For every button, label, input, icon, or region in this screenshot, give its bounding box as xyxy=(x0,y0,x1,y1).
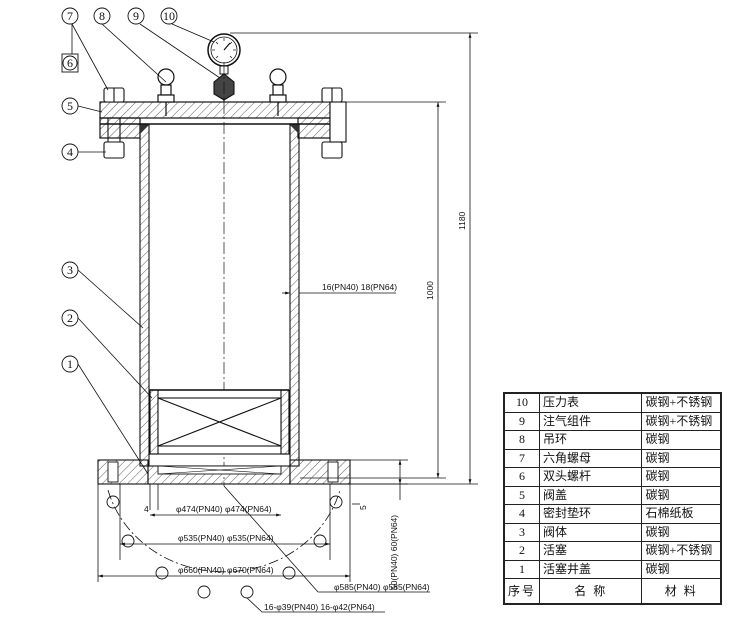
svg-text:3: 3 xyxy=(67,263,73,277)
bom-name: 活塞井盖 xyxy=(539,559,643,579)
bom-name: 吊环 xyxy=(539,430,643,450)
dimension-lines xyxy=(97,32,478,613)
bom-no: 8 xyxy=(503,430,541,450)
callout-leaders xyxy=(71,23,221,475)
callout-3: 3 xyxy=(61,261,79,279)
bottom-flange xyxy=(97,459,351,485)
bom-no: 10 xyxy=(503,392,541,413)
callout-10: 10 xyxy=(160,7,178,25)
left-bolt xyxy=(103,87,125,159)
callout-4: 4 xyxy=(61,143,79,161)
bom-no: 3 xyxy=(503,522,541,542)
bom-no: 4 xyxy=(503,504,541,524)
lifting-eye-right xyxy=(269,68,287,116)
bom-material: 碳钢 xyxy=(641,485,722,505)
dim-flange-thickness: 50(PN40) 60(PN64) xyxy=(389,515,399,590)
bom-header-row: 序号名 称材 料 xyxy=(503,578,722,605)
bom-material: 碳钢 xyxy=(641,522,722,542)
bom-name: 密封垫环 xyxy=(539,504,643,524)
svg-text:10: 10 xyxy=(163,9,175,23)
dim-wall-thickness: 16(PN40) 18(PN64) xyxy=(322,282,397,292)
bom-material: 碳钢+不锈钢 xyxy=(641,411,722,431)
dim-d535: φ535(PN40) φ535(PN64) xyxy=(178,533,274,543)
bom-header-material: 材 料 xyxy=(641,578,722,605)
lifting-eye-left xyxy=(157,68,175,116)
svg-text:2: 2 xyxy=(67,311,73,325)
callout-6: 6 xyxy=(61,53,79,73)
callout-1: 1 xyxy=(61,355,79,373)
bom-no: 2 xyxy=(503,541,541,561)
dim-d585: φ585(PN40) φ585(PN64) xyxy=(334,582,430,592)
bom-material: 碳钢 xyxy=(641,430,722,450)
bom-no: 1 xyxy=(503,559,541,579)
bom-material: 碳钢 xyxy=(641,467,722,487)
callout-8: 8 xyxy=(93,7,111,25)
bom-name: 注气组件 xyxy=(539,411,643,431)
callout-2: 2 xyxy=(61,309,79,327)
svg-text:6: 6 xyxy=(67,56,73,70)
bom-material: 碳钢 xyxy=(641,448,722,468)
right-bolt xyxy=(321,87,347,159)
svg-text:9: 9 xyxy=(133,9,139,23)
bom-no: 6 xyxy=(503,467,541,487)
bom-material: 碳钢+不锈钢 xyxy=(641,392,722,413)
callout-9: 9 xyxy=(127,7,145,25)
dim-d474: φ474(PN40) φ474(PN64) xyxy=(176,504,272,514)
bom-material: 碳钢 xyxy=(641,559,722,579)
bom-no: 9 xyxy=(503,411,541,431)
dim-inner-height: 1000 xyxy=(425,281,435,300)
svg-text:7: 7 xyxy=(67,9,73,23)
bom-no: 5 xyxy=(503,485,541,505)
bom-name: 双头螺杆 xyxy=(539,467,643,487)
callout-7: 7 xyxy=(61,7,79,25)
bom-name: 活塞 xyxy=(539,541,643,561)
bom-material: 石棉纸板 xyxy=(641,504,722,524)
bom-name: 压力表 xyxy=(539,392,643,413)
dim-bolt-holes: 16-φ39(PN40) 16-φ42(PN64) xyxy=(264,602,375,612)
bom-header-name: 名 称 xyxy=(539,578,643,605)
dim-d660: φ660(PN40) φ670(PN64) xyxy=(178,565,274,575)
piston xyxy=(149,389,290,455)
svg-text:5: 5 xyxy=(67,99,73,113)
svg-text:8: 8 xyxy=(99,9,105,23)
bom-name: 六角螺母 xyxy=(539,448,643,468)
bom-no: 7 xyxy=(503,448,541,468)
bom-name: 阀体 xyxy=(539,522,643,542)
bom-material: 碳钢+不锈钢 xyxy=(641,541,722,561)
bom-header-no: 序号 xyxy=(503,578,541,605)
bolt-circle xyxy=(106,489,343,599)
svg-text:1: 1 xyxy=(67,357,73,371)
callout-5: 5 xyxy=(61,97,79,115)
dim-small-4: 4 xyxy=(144,504,149,514)
bom-name: 阀盖 xyxy=(539,485,643,505)
dim-total-height: 1180 xyxy=(457,211,467,230)
dim-small-5: 5 xyxy=(358,505,368,510)
svg-text:4: 4 xyxy=(67,145,73,159)
